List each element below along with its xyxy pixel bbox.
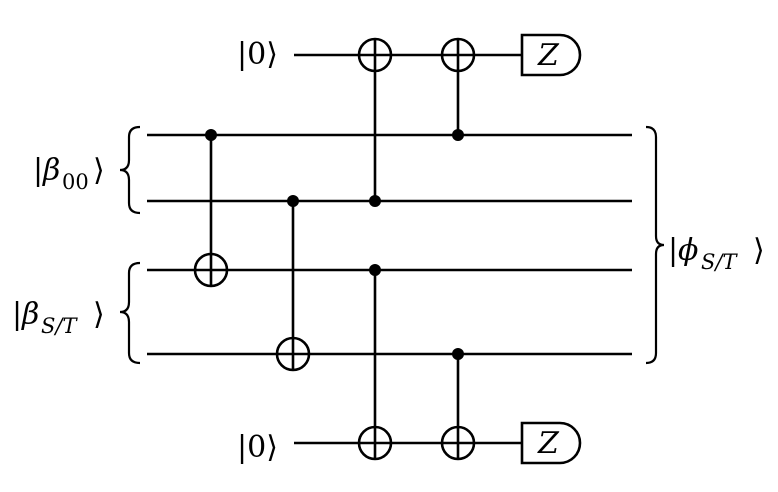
brace-input-state [119, 261, 141, 365]
svg-text:ϕ: ϕ [678, 233, 698, 268]
svg-text:Z: Z [537, 426, 560, 461]
brace-bell-pair [119, 125, 141, 215]
svg-text:|: | [33, 153, 43, 188]
cnot-gate-2 [275, 195, 311, 372]
svg-text:⟩: ⟩ [93, 297, 105, 332]
svg-text:Z: Z [537, 38, 560, 73]
label-ancilla-bottom: |0⟩ [237, 430, 278, 465]
label-bell-pair: | β 00 ⟩ [33, 153, 105, 194]
control-dot [452, 129, 464, 141]
svg-text:β: β [21, 297, 39, 332]
control-dot [369, 195, 381, 207]
control-dot [369, 264, 381, 276]
svg-text:00: 00 [62, 170, 89, 194]
control-dot [452, 348, 464, 360]
bracket-output [645, 125, 665, 365]
svg-text:|: | [668, 233, 678, 268]
cnot-gate-4 [357, 264, 393, 461]
svg-text:S/T: S/T [41, 314, 78, 338]
cnot-gate-5 [440, 37, 476, 141]
cnot-gate-3 [357, 37, 393, 207]
svg-text:⟩: ⟩ [753, 233, 765, 268]
measurement-z-top: Z [520, 33, 582, 77]
svg-text:β: β [42, 153, 60, 188]
label-output-state: | ϕ S/T ⟩ [668, 233, 765, 274]
cnot-gate-6 [440, 348, 476, 461]
measurement-z-bottom: Z [520, 421, 582, 465]
label-ancilla-top: |0⟩ [237, 37, 278, 72]
svg-text:|: | [12, 297, 22, 332]
svg-text:S/T: S/T [701, 250, 738, 274]
control-dot [205, 129, 217, 141]
cnot-gate-1 [193, 129, 229, 288]
svg-text:⟩: ⟩ [93, 153, 105, 188]
label-input-state: | β S/T ⟩ [12, 297, 105, 338]
control-dot [287, 195, 299, 207]
